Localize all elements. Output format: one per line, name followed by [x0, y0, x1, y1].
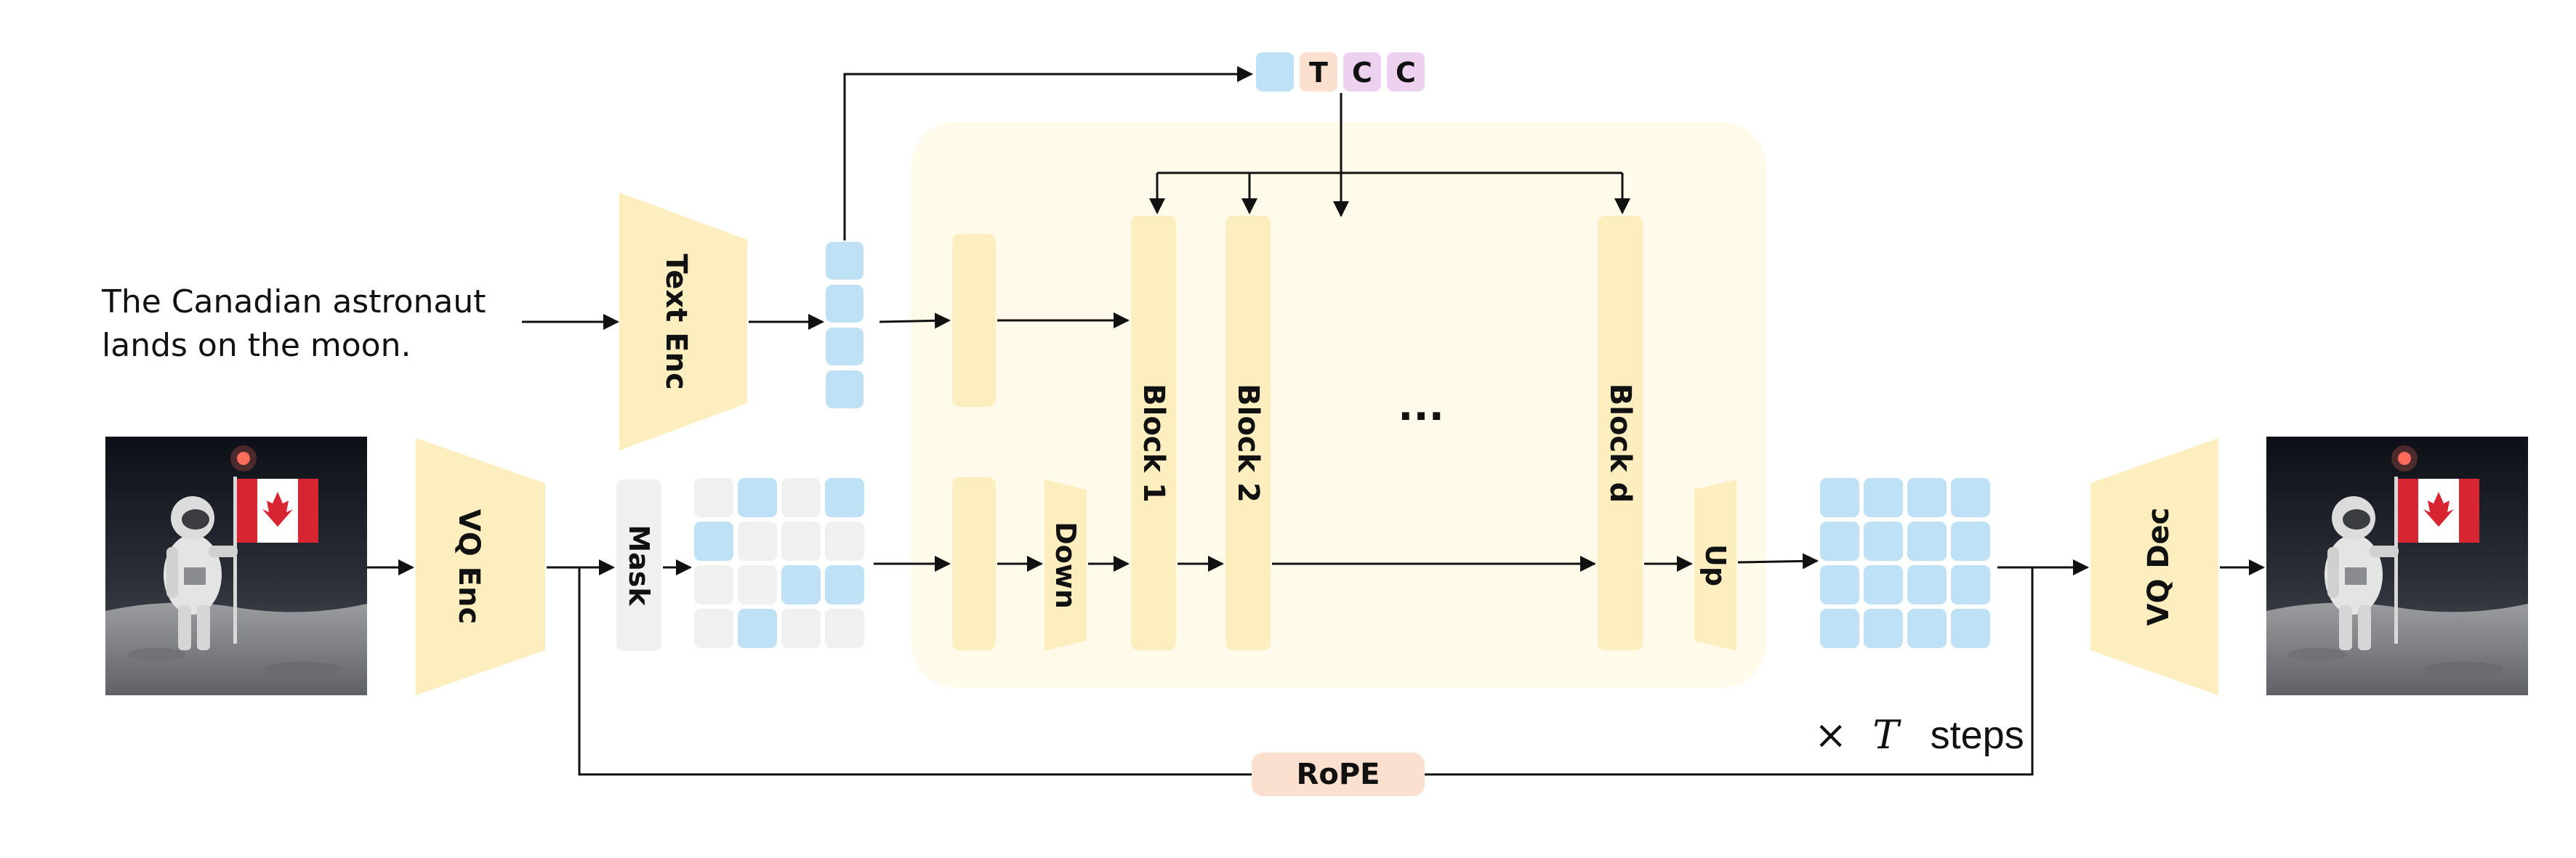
output-token-cell — [1951, 609, 1990, 648]
block-ellipsis: ... — [1398, 383, 1444, 430]
condition-token-t-label: T — [1309, 57, 1328, 89]
masked-token-cell — [781, 522, 821, 561]
condition-token-c — [1343, 52, 1381, 92]
masked-token-cell — [825, 565, 864, 604]
output-token-cell — [1907, 522, 1947, 561]
output-token-cell — [1820, 478, 1859, 517]
block-1 — [1131, 216, 1176, 650]
masked-token-cell — [694, 478, 733, 517]
output-token-cell — [1820, 609, 1859, 648]
vq-decoder — [2090, 438, 2218, 695]
output-token-cell — [1951, 565, 1990, 604]
masked-token-cell — [781, 565, 821, 604]
masked-token-cell — [738, 478, 777, 517]
transformer-backbone-panel — [911, 122, 1766, 687]
arrow-tokens-to-condition — [843, 66, 1253, 240]
masked-token-cell — [694, 609, 733, 648]
block-1-label: Block 1 — [1137, 384, 1170, 503]
masked-token-cell — [825, 609, 864, 648]
up-module — [1694, 479, 1736, 651]
text-projection — [952, 234, 996, 407]
image-projection — [952, 477, 996, 650]
output-token-cell — [1864, 609, 1903, 648]
text-encoder-label: Text Enc — [659, 254, 693, 389]
input-image — [105, 437, 367, 695]
prompt-line-1: The Canadian astronaut — [101, 283, 486, 320]
mask-module — [616, 479, 661, 651]
output-token-cell — [1907, 478, 1947, 517]
text-encoder — [619, 193, 747, 450]
masked-token-cell — [781, 478, 821, 517]
condition-token-c-label: C — [1352, 57, 1372, 89]
block-d-label: Block d — [1603, 384, 1637, 503]
block-2 — [1225, 216, 1271, 650]
masked-token-cell — [738, 609, 777, 648]
masked-token-cell — [825, 522, 864, 561]
masked-token-cell — [781, 609, 821, 648]
vq-encoder — [416, 438, 545, 695]
up-label: Up — [1699, 544, 1731, 586]
times-symbol: × — [1814, 712, 1847, 758]
output-token-cell — [1951, 478, 1990, 517]
mask-label: Mask — [623, 525, 655, 606]
output-token-cell — [1907, 565, 1947, 604]
masked-token-cell — [694, 522, 733, 561]
masked-token-cell — [694, 565, 733, 604]
masked-token-cell — [738, 522, 777, 561]
prompt-line-2: lands on the moon. — [102, 327, 411, 364]
condition-token-blank — [1256, 52, 1294, 92]
vq-encoder-label: VQ Enc — [452, 509, 486, 624]
output-token-grid — [1820, 478, 1990, 648]
steps-variable: T — [1872, 712, 1901, 758]
rope-loop-left — [578, 567, 1252, 776]
text-token — [826, 285, 864, 323]
output-token-cell — [1907, 609, 1947, 648]
rope-module — [1252, 753, 1425, 796]
output-image — [2266, 437, 2528, 695]
down-module — [1045, 479, 1087, 651]
steps-word: steps — [1931, 713, 2024, 757]
output-token-cell — [1951, 522, 1990, 561]
vq-decoder-label: VQ Dec — [2142, 508, 2175, 626]
output-token-cell — [1864, 522, 1903, 561]
arrow-tokens-to-projection — [879, 312, 951, 329]
condition-token-c-label: C — [1396, 57, 1416, 89]
output-token-cell — [1864, 565, 1903, 604]
connectors — [367, 66, 2265, 776]
text-token — [826, 328, 864, 365]
text-token — [826, 371, 864, 408]
rope-loop-right — [1425, 567, 2034, 776]
block-d — [1598, 216, 1643, 650]
masked-token-cell — [738, 565, 777, 604]
condition-token-t — [1300, 52, 1337, 92]
timesteps-label: × T steps — [1814, 712, 2024, 758]
masked-token-grid — [694, 478, 864, 648]
output-token-cell — [1820, 565, 1859, 604]
text-token — [826, 242, 864, 280]
rope-label: RoPE — [1297, 758, 1380, 791]
output-token-cell — [1820, 522, 1859, 561]
block-2-label: Block 2 — [1231, 384, 1265, 503]
output-token-cell — [1864, 478, 1903, 517]
masked-token-cell — [825, 478, 864, 517]
condition-token-c — [1387, 52, 1425, 92]
arrow-up-to-output-grid — [1737, 553, 1819, 570]
down-label: Down — [1050, 522, 1082, 609]
